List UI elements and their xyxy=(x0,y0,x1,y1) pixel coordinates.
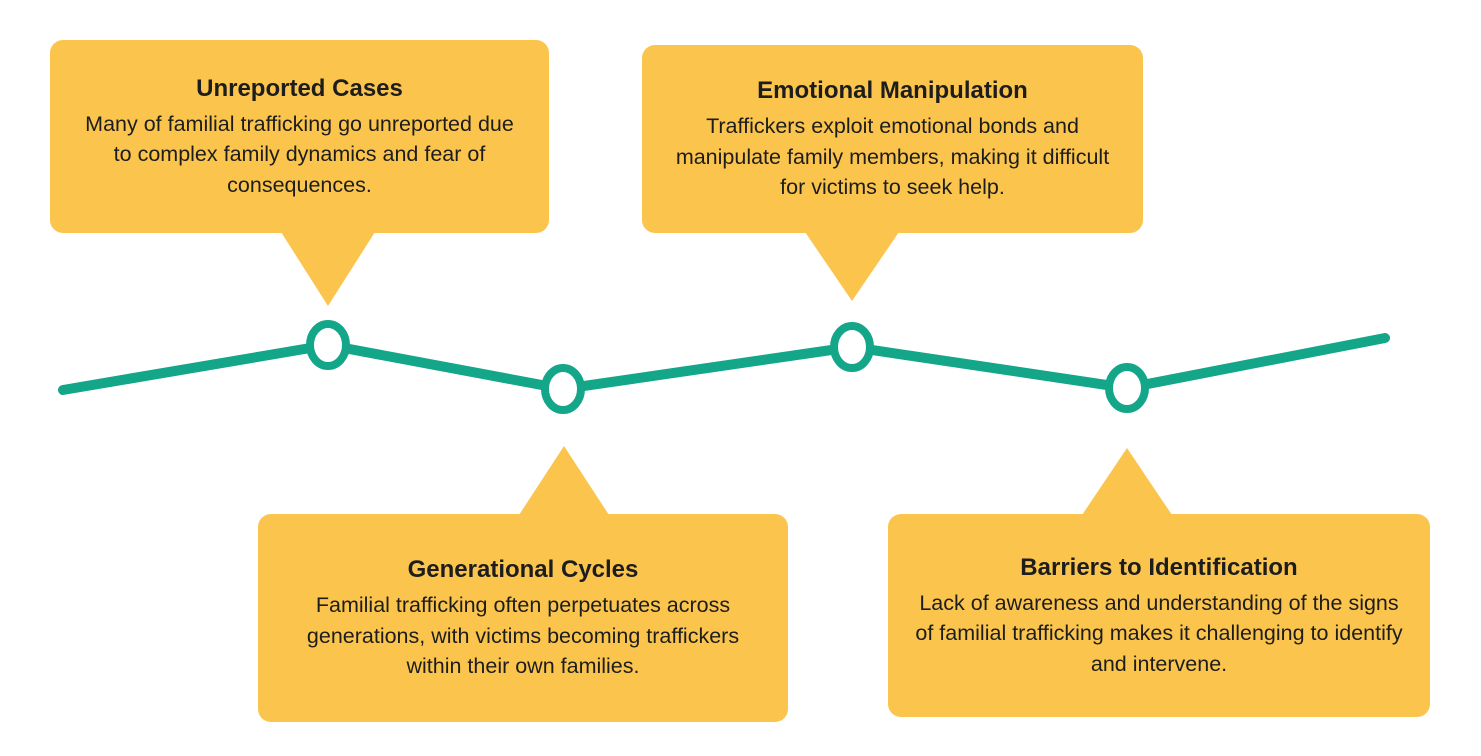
callout-pointer-down-icon xyxy=(281,232,375,306)
callout-pointer-up-icon xyxy=(1082,448,1172,515)
callout-body: Many of familial trafficking go unreport… xyxy=(85,111,514,197)
callout-generational-cycles: Generational Cycles Familial trafficking… xyxy=(258,446,788,722)
timeline-node-4 xyxy=(1105,363,1149,413)
callout-barriers-to-identification: Barriers to Identification Lack of aware… xyxy=(888,448,1430,717)
callout-pointer-up-icon xyxy=(519,446,609,515)
callout-title: Unreported Cases xyxy=(196,74,403,102)
callout-title: Barriers to Identification xyxy=(1020,553,1298,581)
timeline-node-3 xyxy=(830,322,874,372)
timeline-node-2 xyxy=(541,364,585,414)
callout-body: Traffickers exploit emotional bonds and … xyxy=(675,114,1110,200)
callout-title: Emotional Manipulation xyxy=(757,77,1028,105)
callout-title: Generational Cycles xyxy=(407,556,639,584)
timeline-line xyxy=(58,333,1390,395)
callout-unreported-cases: Unreported Cases Many of familial traffi… xyxy=(50,40,549,306)
timeline-node-1 xyxy=(306,320,350,370)
callout-emotional-manipulation: Emotional Manipulation Traffickers explo… xyxy=(642,45,1143,301)
callout-pointer-down-icon xyxy=(805,232,899,301)
callout-body: Lack of awareness and understanding of t… xyxy=(915,590,1403,676)
callout-body: Familial trafficking often perpetuates a… xyxy=(306,593,740,679)
